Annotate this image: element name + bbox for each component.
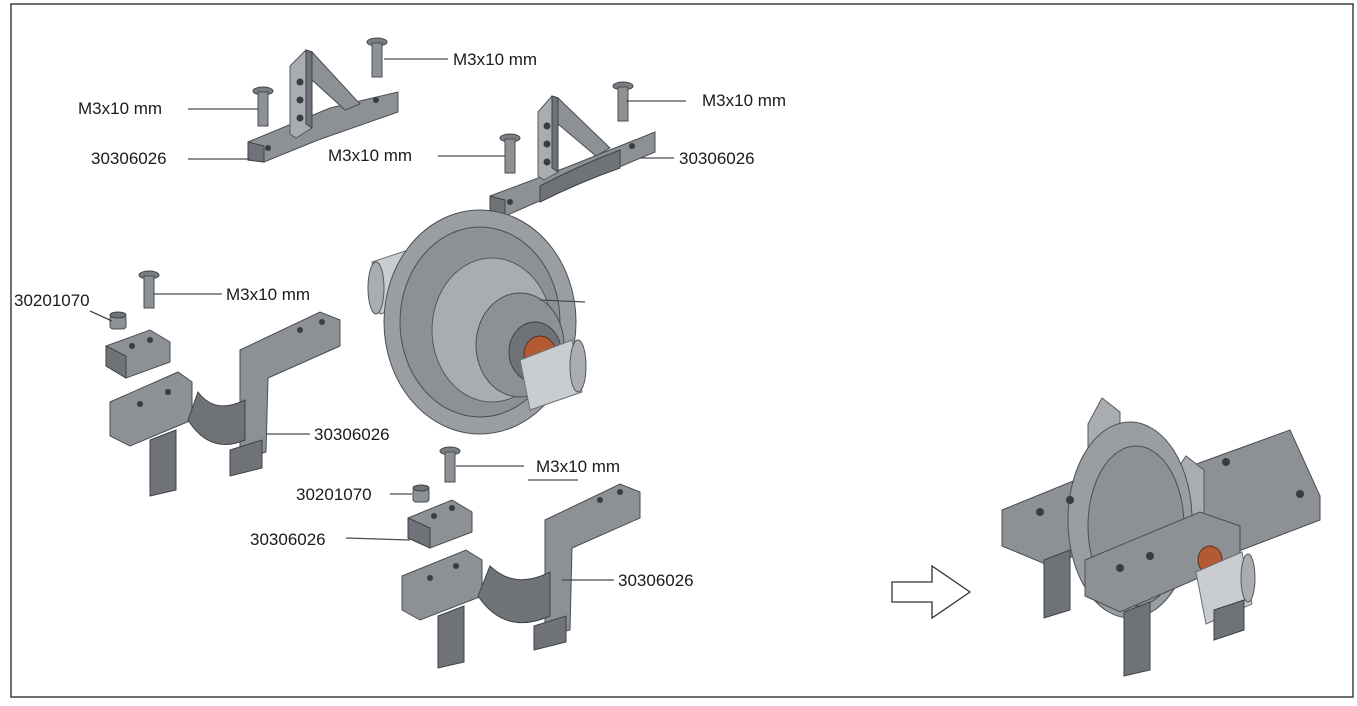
bracket-top-left — [247, 49, 399, 163]
label-screw-top-left: M3x10 mm — [78, 99, 162, 118]
label-cap-bottom: 30306026 — [250, 530, 326, 549]
screw-top-left — [252, 86, 274, 127]
label-screw-left-mount: M3x10 mm — [226, 285, 310, 304]
label-nut-bottom: 30201070 — [296, 485, 372, 504]
label-screw-top-right: M3x10 mm — [702, 91, 786, 110]
cap-left — [105, 329, 171, 379]
cap-bottom — [407, 499, 473, 549]
label-mount-bottom: 30306026 — [618, 571, 694, 590]
label-screw-top-center: M3x10 mm — [453, 50, 537, 69]
figure-frame — [10, 3, 1354, 698]
screw-top-center — [366, 37, 388, 78]
nut-left — [109, 311, 127, 330]
screw-top-right — [612, 81, 634, 122]
screw-bottom-mount — [439, 446, 461, 483]
label-nut-left: 30201070 — [14, 291, 90, 310]
bracket-top-right — [489, 95, 656, 217]
mount-left — [109, 311, 341, 497]
differential-gear — [367, 209, 587, 435]
screw-left-mount — [138, 270, 160, 309]
mount-bottom — [401, 483, 641, 669]
nut-bottom — [412, 484, 430, 503]
label-bracket-top-left: 30306026 — [91, 149, 167, 168]
assembled-differential — [1001, 397, 1321, 677]
label-screw-mid-right: M3x10 mm — [328, 146, 412, 165]
label-bracket-top-right: 30306026 — [679, 149, 755, 168]
leader-lines — [89, 58, 686, 581]
label-screw-bottom-mount: M3x10 mm — [536, 457, 620, 476]
label-mount-left: 30306026 — [314, 425, 390, 444]
screw-mid-right — [499, 133, 521, 174]
arrow-right-outline-icon — [891, 564, 972, 620]
